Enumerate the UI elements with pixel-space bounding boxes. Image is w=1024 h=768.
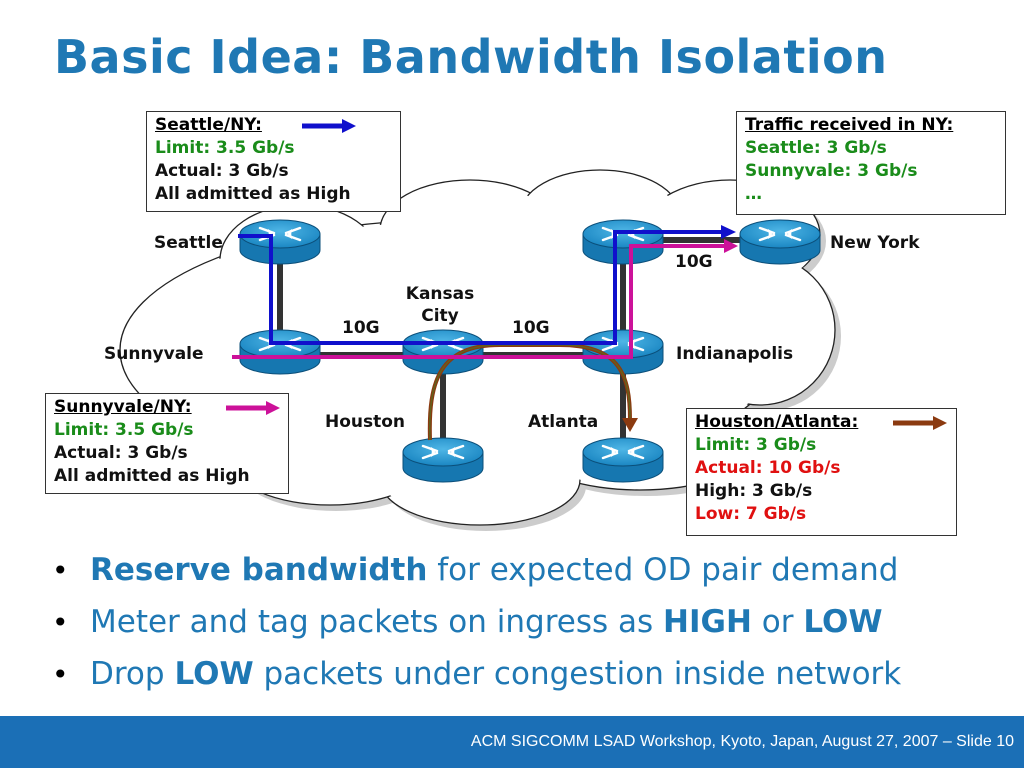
houston-atlanta-actual: Actual: 10 Gb/s	[695, 458, 841, 478]
network-diagram	[119, 169, 841, 531]
houston-atlanta-header: Houston/Atlanta:	[695, 412, 859, 432]
path-sunnyvale-ny	[232, 244, 725, 359]
bullet-2-text: Meter and tag packets on ingress as	[90, 604, 664, 640]
bullet-3-text: Drop	[90, 656, 175, 692]
bullet-dot: •	[52, 606, 69, 639]
blue-arrow-icon	[302, 119, 356, 133]
bullet-list: • Reserve bandwidth for expected OD pair …	[52, 548, 901, 704]
router-ny-edge	[581, 218, 665, 266]
bullet-1-bold: Reserve bandwidth	[90, 552, 428, 588]
traffic-ny-seattle: Seattle: 3 Gb/s	[745, 138, 887, 158]
bullet-3-rest: packets under congestion inside network	[253, 656, 902, 692]
bullet-3-low: LOW	[174, 656, 254, 692]
label-sunnyvale: Sunnyvale	[104, 344, 204, 364]
footer-text: ACM SIGCOMM LSAD Workshop, Kyoto, Japan,…	[470, 733, 1014, 750]
traffic-ny-header: Traffic received in NY:	[745, 115, 954, 135]
sunnyvale-ny-limit: Limit: 3.5 Gb/s	[54, 420, 194, 440]
path-houston-atlanta-arrowhead	[622, 418, 638, 432]
bullet-item-2: • Meter and tag packets on ingress as HIG…	[52, 600, 901, 652]
label-new-york: New York	[830, 233, 920, 253]
magenta-arrow-icon	[226, 401, 280, 415]
footer-bar: ACM SIGCOMM LSAD Workshop, Kyoto, Japan,…	[0, 716, 1024, 768]
link-label-ny: 10G	[675, 252, 713, 272]
label-houston: Houston	[325, 412, 406, 432]
houston-atlanta-high: High: 3 Gb/s	[695, 481, 813, 501]
router-sunnyvale	[238, 328, 322, 376]
label-kansas-city-line1: Kansas	[405, 284, 475, 304]
seattle-ny-info-box: Seattle/NY: Limit: 3.5 Gb/s Actual: 3 Gb…	[146, 111, 401, 212]
slide-title: Basic Idea: Bandwidth Isolation	[54, 30, 888, 84]
seattle-ny-limit: Limit: 3.5 Gb/s	[155, 138, 295, 158]
path-seattle-ny	[238, 230, 722, 345]
seattle-ny-actual: Actual: 3 Gb/s	[155, 161, 289, 181]
bullet-dot: •	[52, 658, 69, 691]
traffic-ny-info-box: Traffic received in NY: Seattle: 3 Gb/s …	[736, 111, 1006, 215]
router-new-york	[738, 218, 822, 266]
label-kansas-city: Kansas City	[398, 283, 482, 327]
bullet-2-low: LOW	[803, 604, 883, 640]
label-seattle: Seattle	[154, 233, 223, 253]
houston-atlanta-limit: Limit: 3 Gb/s	[695, 435, 817, 455]
link-label-kc-left: 10G	[342, 318, 380, 338]
seattle-ny-header: Seattle/NY:	[155, 115, 262, 135]
sunnyvale-ny-actual: Actual: 3 Gb/s	[54, 443, 188, 463]
bullet-dot: •	[52, 554, 69, 587]
seattle-ny-note: All admitted as High	[155, 184, 351, 204]
label-kansas-city-line2: City	[421, 306, 459, 326]
sunnyvale-ny-note: All admitted as High	[54, 466, 250, 486]
brown-arrow-icon	[893, 416, 947, 430]
path-sunnyvale-ny-arrowhead	[724, 239, 738, 253]
bullet-item-3: • Drop LOW packets under congestion insid…	[52, 652, 901, 704]
traffic-ny-sunnyvale: Sunnyvale: 3 Gb/s	[745, 161, 918, 181]
label-indianapolis: Indianapolis	[676, 344, 794, 364]
bullet-2-high: HIGH	[663, 604, 752, 640]
path-seattle-ny-arrowhead	[721, 225, 736, 239]
houston-atlanta-info-box: Houston/Atlanta: Limit: 3 Gb/s Actual: 1…	[686, 408, 957, 536]
sunnyvale-ny-info-box: Sunnyvale/NY: Limit: 3.5 Gb/s Actual: 3 …	[45, 393, 289, 494]
router-seattle	[238, 218, 322, 266]
bullet-item-1: • Reserve bandwidth for expected OD pair …	[52, 548, 901, 600]
label-atlanta: Atlanta	[528, 412, 599, 432]
traffic-ny-ellipsis: …	[745, 184, 762, 204]
router-houston	[401, 436, 485, 484]
sunnyvale-ny-header: Sunnyvale/NY:	[54, 397, 192, 417]
router-atlanta	[581, 436, 665, 484]
houston-atlanta-low: Low: 7 Gb/s	[695, 504, 807, 524]
bullet-1-text: for expected OD pair demand	[427, 552, 899, 588]
bullet-2-or: or	[751, 604, 804, 640]
link-label-kc-right: 10G	[512, 318, 550, 338]
